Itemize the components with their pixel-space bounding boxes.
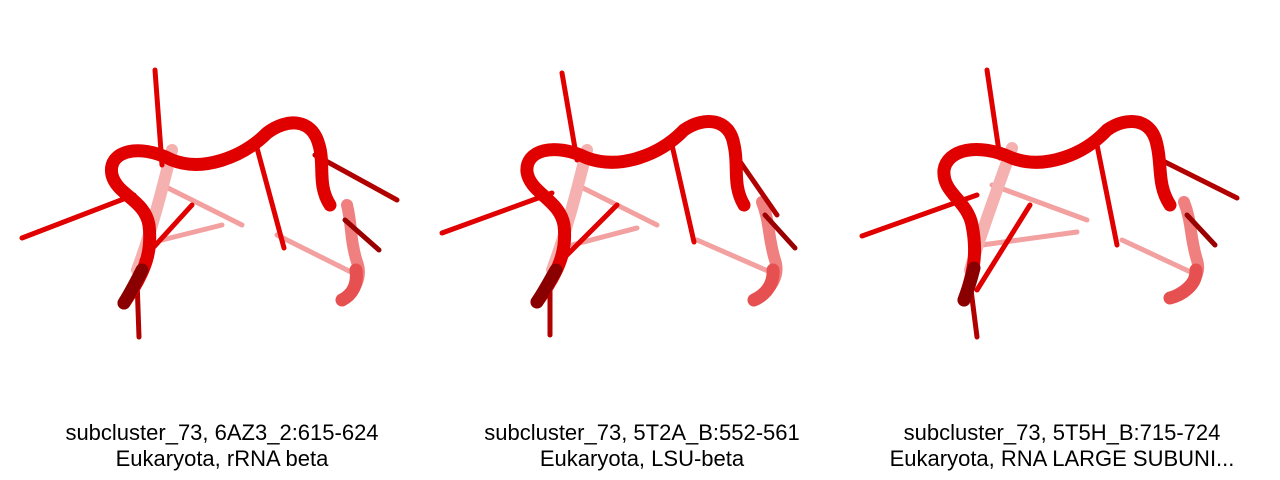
structure-caption-1: subcluster_73, 6AZ3_2:615-624 Eukaryota,… <box>12 420 432 472</box>
caption-line-2: Eukaryota, rRNA beta <box>115 446 329 471</box>
caption-line-1: subcluster_73, 5T5H_B:715-724 <box>903 420 1221 445</box>
caption-line-1: subcluster_73, 6AZ3_2:615-624 <box>65 420 379 445</box>
rna-structure-image-1 <box>19 67 400 340</box>
structure-caption-3: subcluster_73, 5T5H_B:715-724 Eukaryota,… <box>852 420 1272 472</box>
caption-line-2: Eukaryota, RNA LARGE SUBUNI... <box>889 446 1235 471</box>
structure-panel-3: subcluster_73, 5T5H_B:715-724 Eukaryota,… <box>852 0 1272 480</box>
structure-panel-2: subcluster_73, 5T2A_B:552-561 Eukaryota,… <box>432 0 852 480</box>
rna-structure-image-3 <box>859 67 1240 340</box>
structure-caption-2: subcluster_73, 5T2A_B:552-561 Eukaryota,… <box>432 420 852 472</box>
caption-line-1: subcluster_73, 5T2A_B:552-561 <box>484 420 800 445</box>
structure-panel-1: subcluster_73, 6AZ3_2:615-624 Eukaryota,… <box>12 0 432 480</box>
rna-structure-image-2 <box>439 70 798 338</box>
caption-line-2: Eukaryota, LSU-beta <box>539 446 745 471</box>
